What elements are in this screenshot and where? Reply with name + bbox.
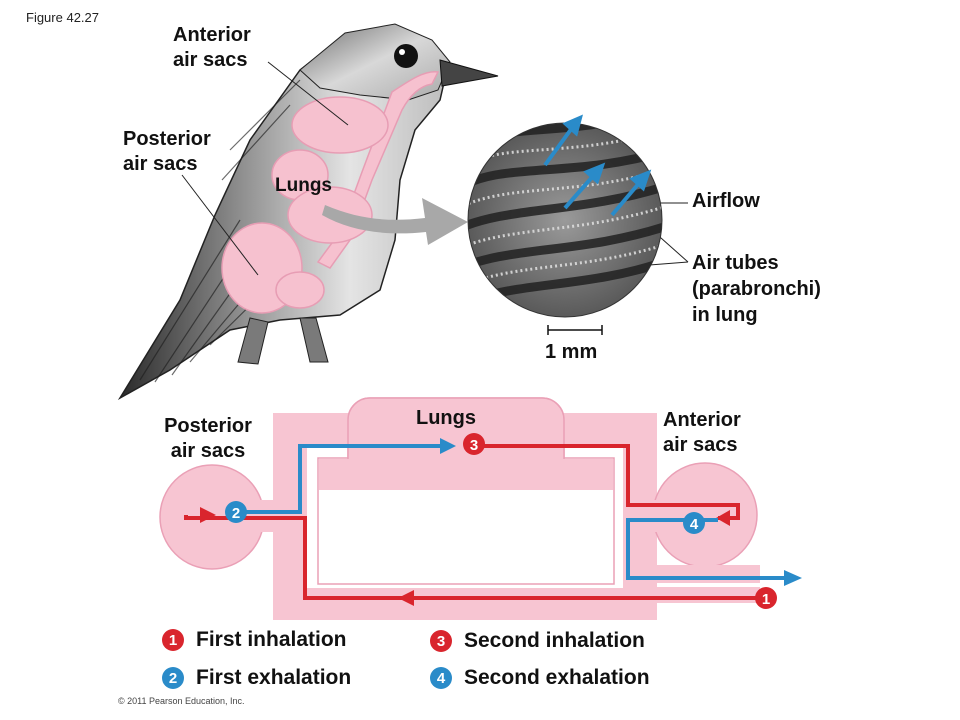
label-anterior-air-sacs: Anterior air sacs bbox=[173, 24, 251, 71]
legend-label: First exhalation bbox=[196, 666, 352, 689]
micrograph bbox=[467, 114, 663, 318]
step-marker-1: 1 bbox=[755, 587, 777, 609]
legend-label: Second inhalation bbox=[464, 629, 645, 652]
legend-item-first-inhalation: 1 First inhalation bbox=[162, 628, 347, 652]
scale-bar bbox=[547, 325, 603, 335]
legend-badge: 1 bbox=[162, 629, 184, 651]
svg-text:2: 2 bbox=[232, 505, 240, 522]
legend-label: Second exhalation bbox=[464, 666, 650, 689]
legend-badge: 4 bbox=[430, 667, 452, 689]
step-marker-3: 3 bbox=[463, 433, 485, 455]
legend-badge: 2 bbox=[162, 667, 184, 689]
copyright-text: © 2011 Pearson Education, Inc. bbox=[118, 696, 245, 706]
svg-text:4: 4 bbox=[690, 516, 699, 533]
airflow-diagram: 1 2 3 4 bbox=[159, 397, 802, 620]
svg-text:1: 1 bbox=[762, 591, 770, 608]
bird-eye-icon bbox=[394, 44, 418, 68]
figure-number: Figure 42.27 bbox=[26, 10, 99, 25]
legend-item-first-exhalation: 2 First exhalation bbox=[162, 666, 351, 690]
label-airflow: Airflow bbox=[692, 190, 760, 212]
label-air-tubes: Air tubes (parabronchi) in lung bbox=[692, 252, 821, 326]
label-posterior-air-sacs: Posterior air sacs bbox=[123, 128, 211, 175]
diagram-label-anterior-air-sacs: Anterior air sacs bbox=[663, 409, 741, 456]
label-lungs: Lungs bbox=[275, 175, 332, 196]
legend-badge: 3 bbox=[430, 630, 452, 652]
label-scale: 1 mm bbox=[545, 341, 598, 363]
airflow-arrows bbox=[543, 114, 652, 217]
exhalation-path bbox=[230, 444, 785, 580]
diagram-label-lungs: Lungs bbox=[416, 407, 476, 429]
inhalation-path bbox=[184, 444, 758, 600]
legend-item-second-inhalation: 3 Second inhalation bbox=[430, 629, 645, 653]
step-marker-4: 4 bbox=[683, 512, 705, 534]
legend-label: First inhalation bbox=[196, 628, 347, 651]
diagram-label-posterior-air-sacs: Posterior air sacs bbox=[164, 415, 252, 462]
svg-text:3: 3 bbox=[470, 437, 478, 454]
legend-item-second-exhalation: 4 Second exhalation bbox=[430, 666, 650, 690]
zoom-arrow-icon bbox=[322, 198, 468, 245]
bird-illustration bbox=[117, 23, 689, 400]
step-marker-2: 2 bbox=[225, 501, 247, 523]
